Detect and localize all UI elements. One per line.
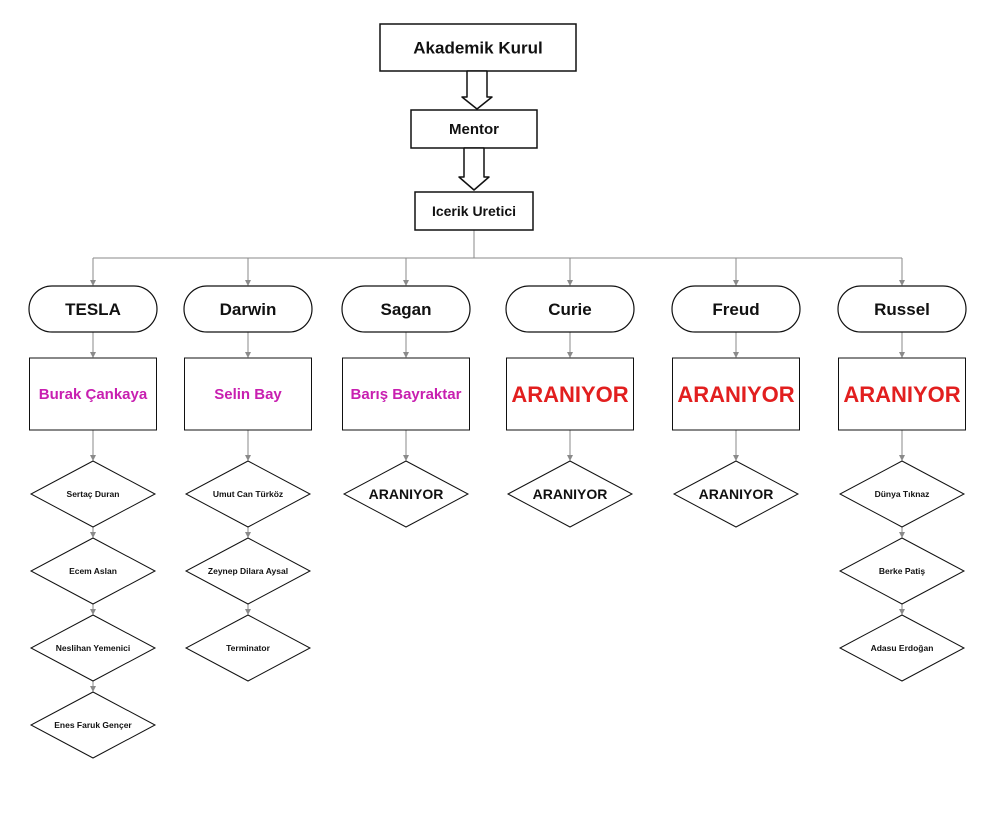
team-tesla-member-diamond — [29, 614, 157, 682]
mentor-to-creator-arrow — [458, 147, 490, 191]
team-tesla-member-diamond — [29, 691, 157, 759]
team-curie-name: Curie — [548, 300, 591, 319]
team-curie-member-diamond — [506, 460, 634, 528]
team-russel-member-name: Adasu Erdoğan — [871, 643, 934, 653]
team-tesla-name: TESLA — [65, 300, 121, 319]
team-darwin-name: Darwin — [220, 300, 277, 319]
team-sagan-member-name: ARANIYOR — [369, 486, 444, 502]
team-russel-leader-box — [838, 357, 966, 431]
team-darwin-member-name: Zeynep Dilara Aysal — [208, 566, 288, 576]
team-sagan-leader-name: Barış Bayraktar — [351, 386, 462, 403]
team-freud-pill — [671, 285, 801, 333]
team-curie-leader-name: ARANIYOR — [511, 382, 628, 407]
team-russel-pill — [837, 285, 967, 333]
team-freud-member-name: ARANIYOR — [699, 486, 774, 502]
team-tesla-pill — [28, 285, 158, 333]
team-darwin-leader-name: Selin Bay — [214, 386, 282, 403]
team-sagan-member-diamond — [342, 460, 470, 528]
team-tesla-member-name: Enes Faruk Gençer — [54, 720, 132, 730]
team-tesla-member-diamond — [29, 460, 157, 528]
team-sagan-leader-box — [342, 357, 470, 431]
team-tesla-member-name: Ecem Aslan — [69, 566, 117, 576]
connectors-layer — [90, 230, 905, 692]
team-freud-leader-box — [672, 357, 800, 431]
team-freud-name: Freud — [712, 300, 759, 319]
team-tesla-member-name: Neslihan Yemenici — [56, 643, 131, 653]
team-tesla-leader-name: Burak Çankaya — [39, 386, 148, 403]
mentor-label: Mentor — [449, 121, 499, 138]
team-russel-member-diamond — [838, 460, 966, 528]
team-darwin-member-name: Umut Can Türköz — [213, 489, 283, 499]
team-freud-leader-name: ARANIYOR — [677, 382, 794, 407]
team-curie-pill — [505, 285, 635, 333]
team-darwin-member-diamond — [184, 460, 312, 528]
team-freud-member-diamond — [672, 460, 800, 528]
board-box — [379, 23, 577, 72]
team-tesla-member-diamond — [29, 537, 157, 605]
content-creator-box — [414, 191, 534, 231]
team-darwin-member-name: Terminator — [226, 643, 270, 653]
team-russel-leader-name: ARANIYOR — [843, 382, 960, 407]
team-sagan-name: Sagan — [380, 300, 431, 319]
board-label: Akademik Kurul — [413, 39, 542, 58]
team-sagan-pill — [341, 285, 471, 333]
team-darwin-member-diamond — [184, 537, 312, 605]
mentor-box — [410, 109, 538, 149]
team-russel-member-diamond — [838, 614, 966, 682]
content-creator-label: Icerik Uretici — [432, 203, 516, 219]
team-tesla-member-name: Sertaç Duran — [67, 489, 120, 499]
team-darwin-leader-box — [184, 357, 312, 431]
team-curie-leader-box — [506, 357, 634, 431]
team-darwin-member-diamond — [184, 614, 312, 682]
team-russel-member-diamond — [838, 537, 966, 605]
team-russel-member-name: Dünya Tıknaz — [875, 489, 930, 499]
team-russel-member-name: Berke Patiş — [879, 566, 926, 576]
team-tesla-leader-box — [29, 357, 157, 431]
team-curie-member-name: ARANIYOR — [533, 486, 608, 502]
board-to-mentor-arrow — [461, 70, 493, 110]
team-darwin-pill — [183, 285, 313, 333]
team-russel-name: Russel — [874, 300, 930, 319]
